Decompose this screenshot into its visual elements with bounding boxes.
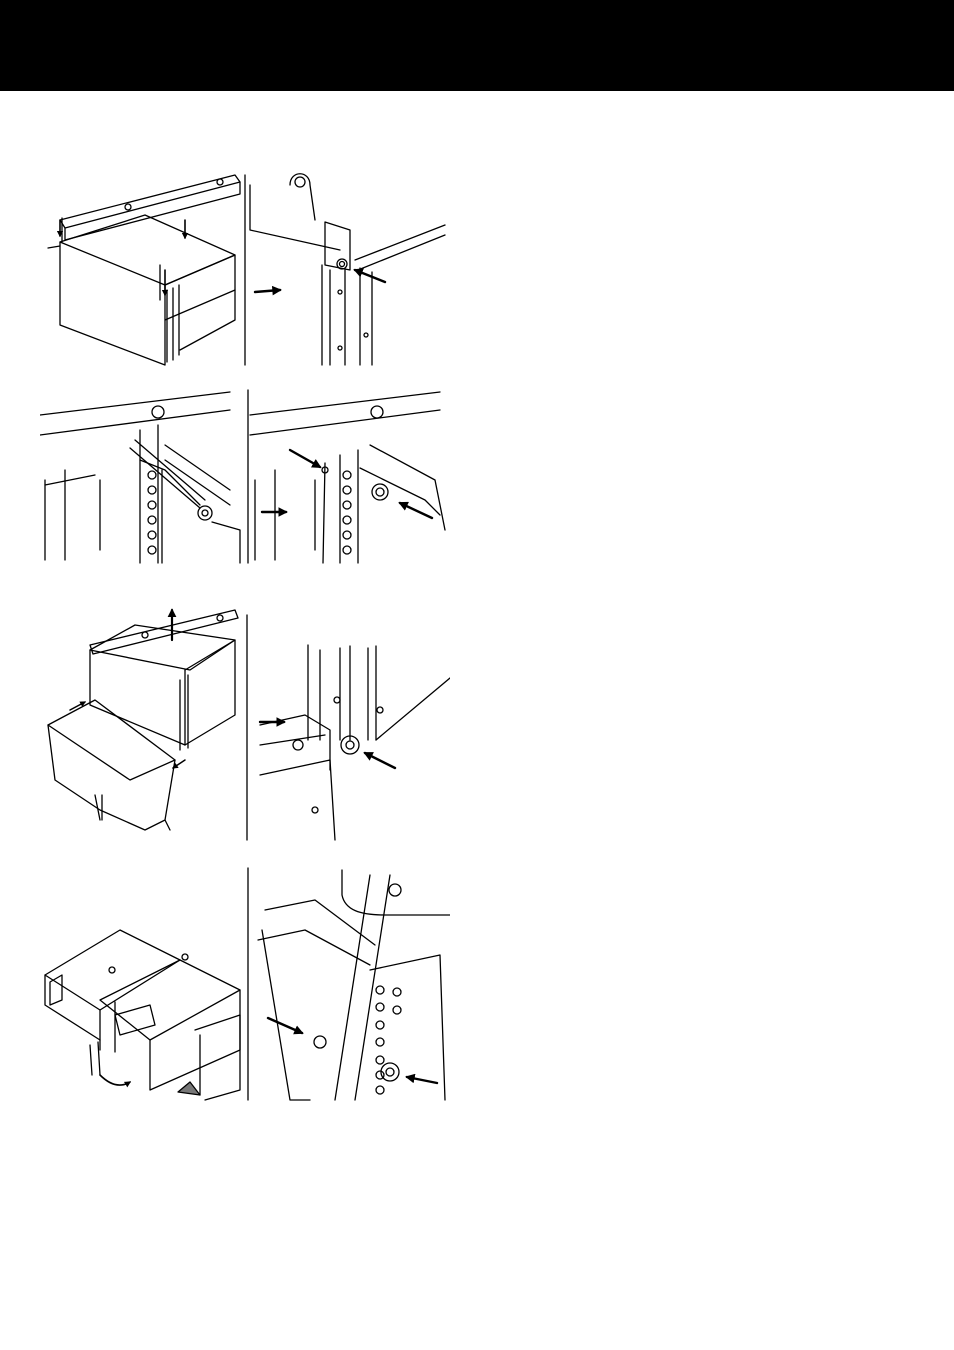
- lifting-cabinet-illustration: [47, 608, 239, 831]
- rigging-pin-detail-illustration: [249, 173, 446, 366]
- cabinet-with-frame-illustration: [47, 174, 241, 366]
- header-bar: [0, 0, 954, 91]
- link-bar-pin-removed-illustration: [40, 391, 241, 564]
- rear-link-detail-illustration: [257, 869, 450, 1101]
- assembly-illustration: [40, 170, 450, 1105]
- cabinet-pair-illustration: [44, 929, 241, 1101]
- link-bar-pin-inserted-illustration: [249, 391, 446, 564]
- panel-dividers: [244, 174, 249, 1101]
- rear-pin-detail-illustration: [258, 644, 450, 841]
